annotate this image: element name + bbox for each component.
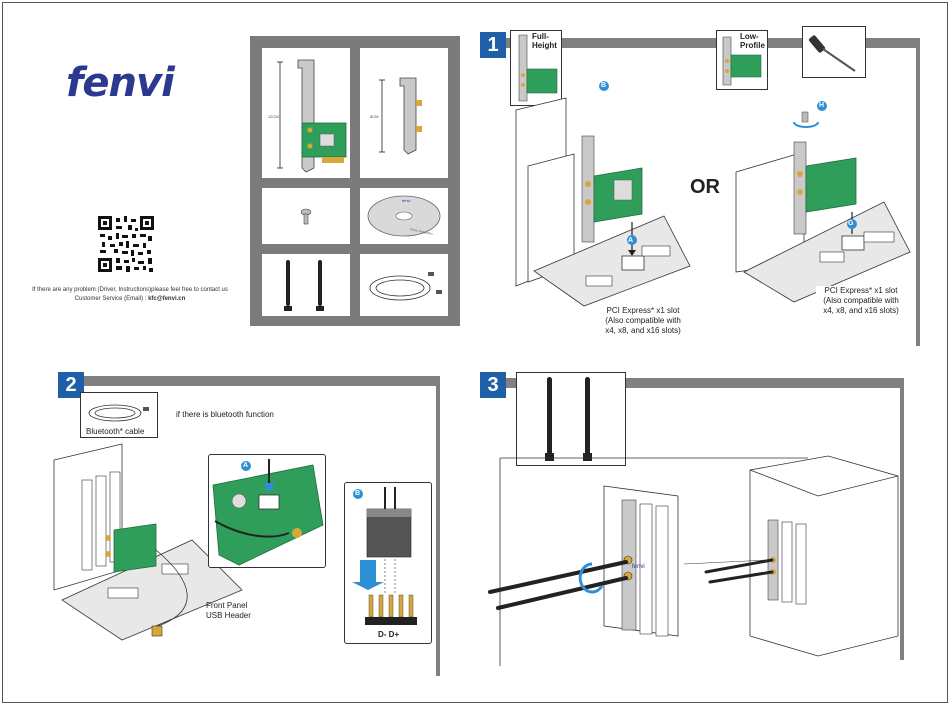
detail-a-box: [208, 454, 326, 568]
step2-callout-b-circle: [353, 489, 363, 499]
usb-pin-detail: [352, 487, 417, 625]
step3-band: [480, 378, 904, 388]
email-link[interactable]: kfc@fenvi.cn: [148, 296, 186, 302]
antenna-thumb: [516, 372, 626, 466]
callout-b: B: [601, 82, 607, 89]
screwdriver-thumb: [802, 26, 866, 78]
bluetooth-note: if there is bluetooth function: [176, 410, 274, 419]
cable-icon: [369, 272, 442, 301]
bluetooth-cable-label: Bluetooth* cable: [86, 427, 145, 436]
pc-case-full-height: [515, 97, 691, 307]
bluetooth-cable-icon: [88, 404, 149, 422]
low-profile-bracket-illustration: [379, 77, 422, 155]
dim-full-label: 12CM: [268, 114, 279, 119]
antennas-cell: [262, 254, 350, 316]
callout-b-circle: [599, 81, 609, 91]
screw-cell: [262, 188, 350, 244]
qr-code: [98, 216, 154, 272]
antenna-pair-icon: [545, 377, 592, 461]
callout-a: A: [628, 237, 634, 244]
step1-band: [480, 38, 920, 48]
callout-g: G: [848, 220, 854, 227]
cd-disc-icon: fenvi Driver Installation: [367, 195, 441, 237]
cd-text: Driver Installation: [410, 227, 434, 236]
step3-edge: [900, 378, 904, 660]
full-height-thumb: [510, 30, 562, 106]
antenna-icon: [284, 260, 324, 311]
callout-h-circle: [817, 101, 827, 111]
pc-case-bluetooth: [53, 443, 243, 641]
step2-callout-a-circle: [241, 461, 251, 471]
bt-connector-detail: [212, 459, 324, 566]
step2-badge: 2: [58, 372, 84, 398]
slot-caption-right: PCI Express* x1 slot (Also compatible wi…: [816, 286, 906, 316]
callout-h: H: [819, 102, 825, 109]
customer-service: Customer Service (Email) : kfc@fenvi.cn: [74, 296, 186, 302]
screw-icon: [300, 208, 312, 225]
detail-b-box: [344, 482, 432, 644]
bt-cable-cell: [360, 254, 448, 316]
usb-pin-label: D- D+: [378, 630, 400, 639]
package-contents: 12CM 8CM fenvi Driver Installation: [250, 36, 460, 326]
antenna-install-illustration: fenvi: [488, 455, 899, 666]
slot-caption-left: PCI Express* x1 slot (Also compatible wi…: [600, 306, 686, 336]
step1-edge: [916, 38, 920, 346]
usb-header-label: Front Panel USB Header: [206, 601, 251, 620]
low-profile-thumb: [716, 30, 768, 90]
step2-band: [60, 376, 440, 386]
step2-callout-a: A: [243, 462, 249, 469]
low-profile-bracket-cell: 8CM: [360, 48, 448, 178]
brand-logo: fenvi: [66, 60, 175, 106]
step2-edge: [436, 376, 440, 676]
step3-badge: 3: [480, 372, 506, 398]
step1-badge: 1: [480, 32, 506, 58]
full-height-card-illustration: [277, 59, 347, 173]
full-height-card-cell: 12CM: [262, 48, 350, 178]
or-label: OR: [690, 176, 720, 198]
pc-case-low-profile: [735, 111, 911, 303]
driver-cd-cell: fenvi Driver Installation: [360, 188, 448, 244]
dim-low-label: 8CM: [370, 114, 379, 119]
full-height-label: Full- Height: [532, 32, 557, 50]
screwdriver-icon: [808, 35, 856, 72]
contact-note: If there are any problem (Driver, Instru…: [32, 287, 228, 293]
low-profile-label: Low- Profile: [740, 32, 765, 50]
step2-callout-b: B: [355, 490, 361, 497]
step3-card-brand: fenvi: [632, 564, 645, 570]
bluetooth-cable-thumb: [80, 392, 158, 438]
cd-brand: fenvi: [402, 198, 411, 203]
